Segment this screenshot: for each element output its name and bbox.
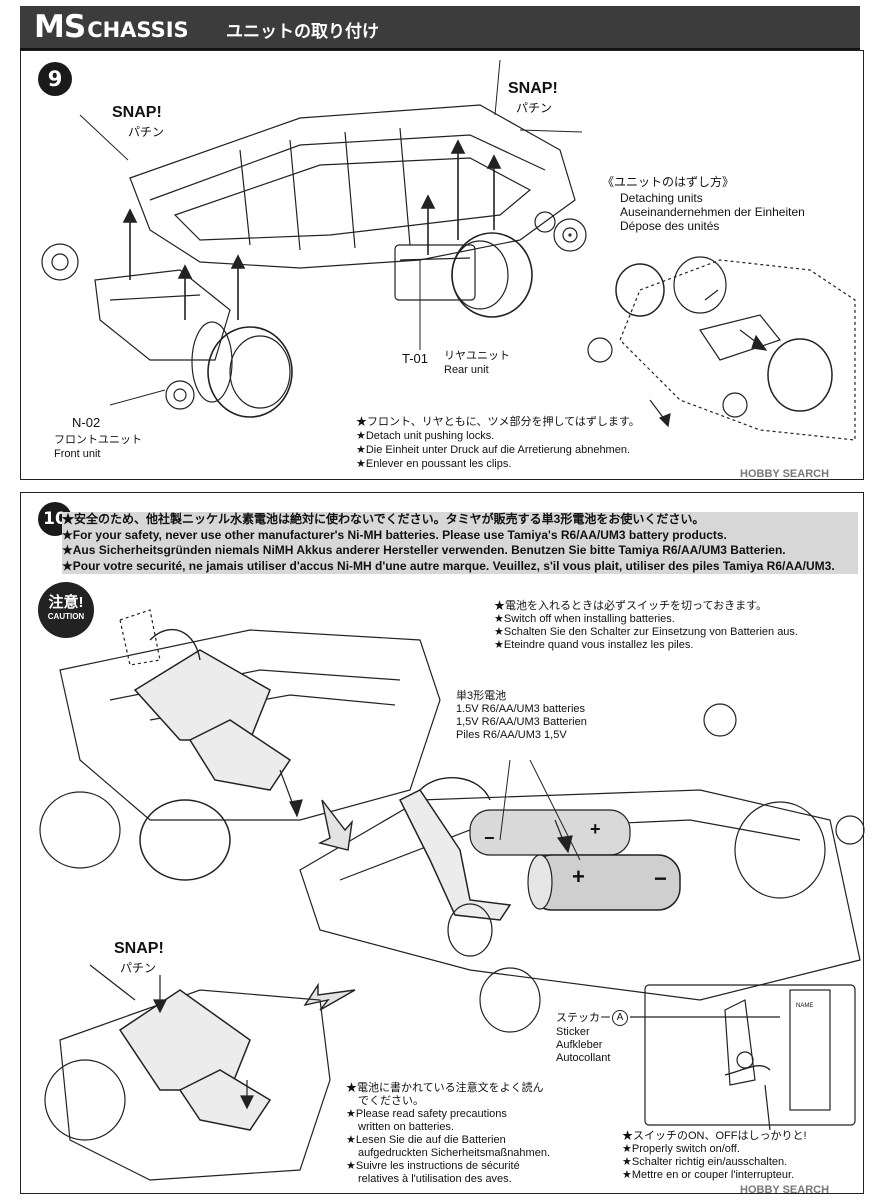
big-arrows xyxy=(303,799,356,1011)
warning-line-de: ★Aus Sicherheitsgründen niemals NiMH Akk… xyxy=(62,543,786,557)
battery-leader-lines xyxy=(499,759,581,861)
warning-line-fr: ★Pour votre securité, ne jamais utiliser… xyxy=(62,558,835,573)
snap-label-left-jp: パチン xyxy=(128,125,165,139)
chassis-open-drawing xyxy=(299,703,865,1033)
switch-note-jp: ★電池を入れるときは必ずスイッチを切っておきます。 xyxy=(494,600,768,612)
battery-cover-drawing-top xyxy=(39,609,441,881)
sticker-name-field: NAME xyxy=(796,1003,814,1009)
precaution-line-3: ★Please read safety precautions xyxy=(346,1108,507,1120)
step-9-panel xyxy=(20,50,864,480)
watermark-bottom: HOBBY SEARCH xyxy=(740,1184,830,1196)
battery-plus-front: + xyxy=(572,864,585,889)
leader-lines xyxy=(79,59,583,406)
snap-label-right: SNAP! xyxy=(508,80,558,97)
rear-wheel-drawing xyxy=(451,211,587,318)
precaution-line-2: でください。 xyxy=(358,1095,424,1107)
front-wheel-drawing xyxy=(41,243,293,418)
sticker-label-en: Sticker xyxy=(556,1026,590,1038)
precaution-line-8: relatives à l'utilisation des aves. xyxy=(358,1173,512,1185)
switch-note-en: ★Switch off when installing batteries. xyxy=(494,613,675,625)
snap-label-bottom: SNAP! xyxy=(114,940,164,957)
switch-onoff-de: ★Schalter richtig ein/ausschalten. xyxy=(622,1156,788,1168)
battery-label-en: 1.5V R6/AA/UM3 batteries xyxy=(456,703,586,715)
sticker-label-jp: ステッカー xyxy=(556,1012,611,1024)
detach-fr: Dépose des unités xyxy=(620,219,720,233)
battery-label-de: 1,5V R6/AA/UM3 Batterien xyxy=(456,716,587,728)
rear-unit-en: Rear unit xyxy=(444,364,489,376)
snap-label-left: SNAP! xyxy=(112,104,162,121)
precaution-line-4: written on batteries. xyxy=(358,1121,454,1133)
detach-note-fr: ★Enlever en poussant les clips. xyxy=(356,458,512,470)
battery-minus-front: − xyxy=(654,866,667,891)
warning-line-jp: ★安全のため、他社製ニッケル水素電池は絶対に使わないでください。タミヤが販売する… xyxy=(62,512,705,526)
front-unit-en: Front unit xyxy=(54,448,101,460)
detach-note-jp: ★フロント、リヤともに、ツメ部分を押してはずします。 xyxy=(356,416,640,428)
switch-note-fr: ★Eteindre quand vous installez les piles… xyxy=(494,639,694,651)
switch-onoff-jp: ★スイッチのON、OFFはしっかりと! xyxy=(622,1130,807,1142)
battery-plus-top: + xyxy=(590,819,601,839)
rear-unit-jp: リヤユニット xyxy=(444,350,510,362)
detach-en: Detaching units xyxy=(620,191,703,205)
precaution-line-7: ★Suivre les instructions de sécurité xyxy=(346,1160,520,1172)
detach-title: 《ユニットのはずし方》 xyxy=(602,175,735,189)
safety-warning-box: ★安全のため、他社製ニッケル水素電池は絶対に使わないでください。タミヤが販売する… xyxy=(62,512,858,574)
warning-line-en: ★For your safety, never use other manufa… xyxy=(62,527,727,542)
step-10-panel xyxy=(20,492,864,1194)
snap-arrows xyxy=(122,139,502,320)
detach-note-de: ★Die Einheit unter Druck auf die Arretie… xyxy=(356,444,631,456)
detach-drawing xyxy=(568,233,856,441)
sticker-label-de: Aufkleber xyxy=(556,1039,603,1051)
detach-de: Auseinandernehmen der Einheiten xyxy=(620,205,805,219)
switch-onoff-fr: ★Mettre en or couper l'interrupteur. xyxy=(622,1169,795,1181)
ms-chassis-logo: MSCHASSIS xyxy=(34,9,189,45)
precaution-line-6: aufgedruckten Sicherheitsmaßnahmen. xyxy=(358,1147,550,1159)
caution-badge: 注意! CAUTION xyxy=(38,582,94,638)
snap-label-right-jp: パチン xyxy=(516,101,553,115)
switch-onoff-en: ★Properly switch on/off. xyxy=(622,1143,740,1155)
precaution-line-1: ★電池に書かれている注意文をよく読ん xyxy=(346,1082,544,1094)
battery-label-jp: 単3形電池 xyxy=(456,690,507,702)
battery-label-fr: Piles R6/AA/UM3 1,5V xyxy=(456,729,567,741)
snap-label-bottom-jp: パチン xyxy=(120,961,157,975)
detach-note-en: ★Detach unit pushing locks. xyxy=(356,430,495,442)
sticker-letter-badge: A xyxy=(612,1010,628,1026)
page-title: ユニットの取り付け xyxy=(226,22,379,41)
battery-minus-top: − xyxy=(484,828,495,848)
rear-unit-code: T-01 xyxy=(402,351,429,366)
chassis-main-drawing xyxy=(94,104,576,361)
sticker-label-fr: Autocollant xyxy=(556,1052,611,1064)
front-unit-jp: フロントユニット xyxy=(54,434,142,446)
switch-note-de: ★Schalten Sie den Schalter zur Einsetzun… xyxy=(494,626,798,638)
watermark-top: HOBBY SEARCH xyxy=(740,468,830,480)
section-header: MSCHASSIS ユニットの取り付け xyxy=(20,6,860,50)
switch-inset-drawing xyxy=(630,984,856,1131)
front-unit-code: N-02 xyxy=(72,415,101,430)
step-number-9: 9 xyxy=(38,62,72,96)
battery-cover-drawing-bottom xyxy=(44,964,331,1181)
precaution-line-5: ★Lesen Sie die auf die Batterien xyxy=(346,1134,506,1146)
